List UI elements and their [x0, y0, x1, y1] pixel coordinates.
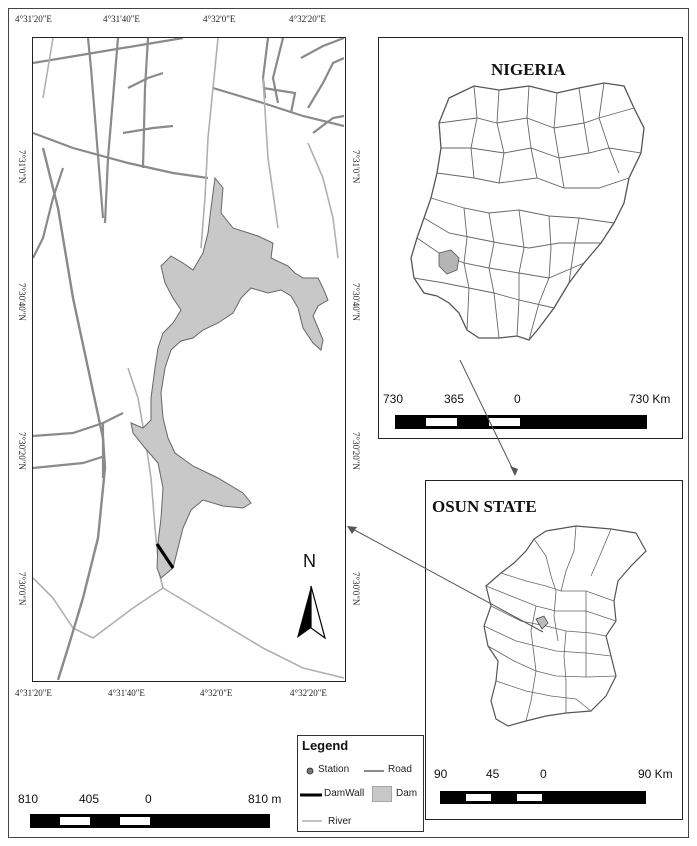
legend-label-road: Road [388, 764, 412, 775]
river-network [33, 38, 344, 679]
right-tick-3: 7°30'20"N [351, 432, 361, 470]
main-scale-label-4: 810 m [248, 792, 282, 806]
right-tick-4: 7°30'0"N [351, 572, 361, 606]
road-network [33, 38, 344, 478]
legend-label-station: Station [318, 764, 350, 775]
legend-label-damwall: DamWall [324, 788, 365, 799]
river [307, 142, 339, 259]
nigeria-state-boundaries [413, 82, 642, 341]
road [127, 71, 164, 89]
bottom-tick-1: 4°31'20"E [15, 688, 52, 698]
legend-title: Legend [302, 738, 349, 753]
osun-scale-label-4: 90 Km [638, 767, 673, 781]
damwall-symbol-icon [300, 793, 322, 797]
nigeria-scale-label-2: 365 [444, 392, 465, 406]
nigeria-map-svg [410, 82, 645, 341]
osun-outline [483, 525, 647, 727]
left-tick-2: 7°30'40"N [17, 283, 27, 321]
bottom-tick-4: 4°32'20"E [290, 688, 327, 698]
nigeria-title: NIGERIA [491, 60, 566, 79]
road [271, 38, 285, 104]
left-tick-3: 7°30'20"N [17, 432, 27, 470]
legend-label-dam: Dam [396, 788, 418, 799]
river [162, 587, 344, 679]
road-symbol-icon [364, 770, 384, 772]
road [33, 454, 106, 470]
road [33, 38, 184, 65]
map-figure-frame [8, 8, 689, 838]
dam-symbol-icon [372, 786, 392, 802]
bottom-tick-3: 4°32'0"E [200, 688, 233, 698]
legend-label-river: River [328, 816, 352, 827]
main-scale-label-1: 810 [18, 792, 39, 806]
river [42, 38, 54, 99]
top-tick-1: 4°31'20"E [15, 14, 52, 24]
osun-scale-label-1: 90 [434, 767, 448, 781]
dam-wall [155, 543, 175, 569]
road [122, 124, 174, 135]
nigeria-inset: NIGERIA 730 365 0 730 Km [378, 37, 683, 439]
road [300, 38, 344, 59]
road [33, 412, 124, 438]
osun-map-svg [483, 525, 647, 727]
river [262, 77, 279, 229]
main-map-panel: N [32, 37, 346, 682]
north-arrow-icon [297, 585, 327, 640]
top-tick-4: 4°32'20"E [289, 14, 326, 24]
left-tick-1: 7°31'0"N [17, 150, 27, 184]
river [127, 367, 160, 569]
river-symbol-icon [302, 820, 322, 822]
main-scale-bar [30, 814, 270, 828]
road [33, 131, 209, 180]
road [141, 38, 150, 169]
right-tick-2: 7°30'40"N [351, 283, 361, 321]
nigeria-scale-bar [395, 415, 647, 429]
osun-scale-label-2: 45 [486, 767, 500, 781]
north-label: N [303, 551, 316, 571]
right-tick-1: 7°31'0"N [351, 150, 361, 184]
osun-title: OSUN STATE [432, 497, 537, 516]
osun-scale-bar [440, 791, 646, 804]
road [103, 38, 120, 224]
bottom-tick-2: 4°31'40"E [108, 688, 145, 698]
legend-box: Legend Station Road DamWall Dam River [297, 735, 424, 832]
road [212, 86, 344, 128]
road [41, 147, 107, 680]
station-symbol-icon [306, 767, 314, 775]
top-tick-3: 4°32'0"E [203, 14, 236, 24]
osun-inset: OSUN STATE 90 45 0 90 Km [425, 480, 683, 820]
road [86, 38, 105, 219]
osun-highlight [438, 249, 460, 275]
nigeria-scale-label-1: 730 [383, 392, 404, 406]
main-scale-label-2: 405 [79, 792, 100, 806]
road [33, 167, 65, 259]
osun-scale-label-3: 0 [540, 767, 547, 781]
river [200, 38, 219, 249]
road [312, 114, 344, 134]
left-tick-4: 7°30'0"N [17, 572, 27, 606]
road [262, 86, 297, 114]
main-scale-label-3: 0 [145, 792, 152, 806]
main-map-svg [33, 38, 344, 680]
nigeria-scale-label-4: 730 Km [629, 392, 671, 406]
dam-polygon [130, 176, 329, 579]
nigeria-scale-label-3: 0 [514, 392, 521, 406]
top-tick-2: 4°31'40"E [103, 14, 140, 24]
road [307, 56, 344, 109]
river [33, 577, 164, 639]
